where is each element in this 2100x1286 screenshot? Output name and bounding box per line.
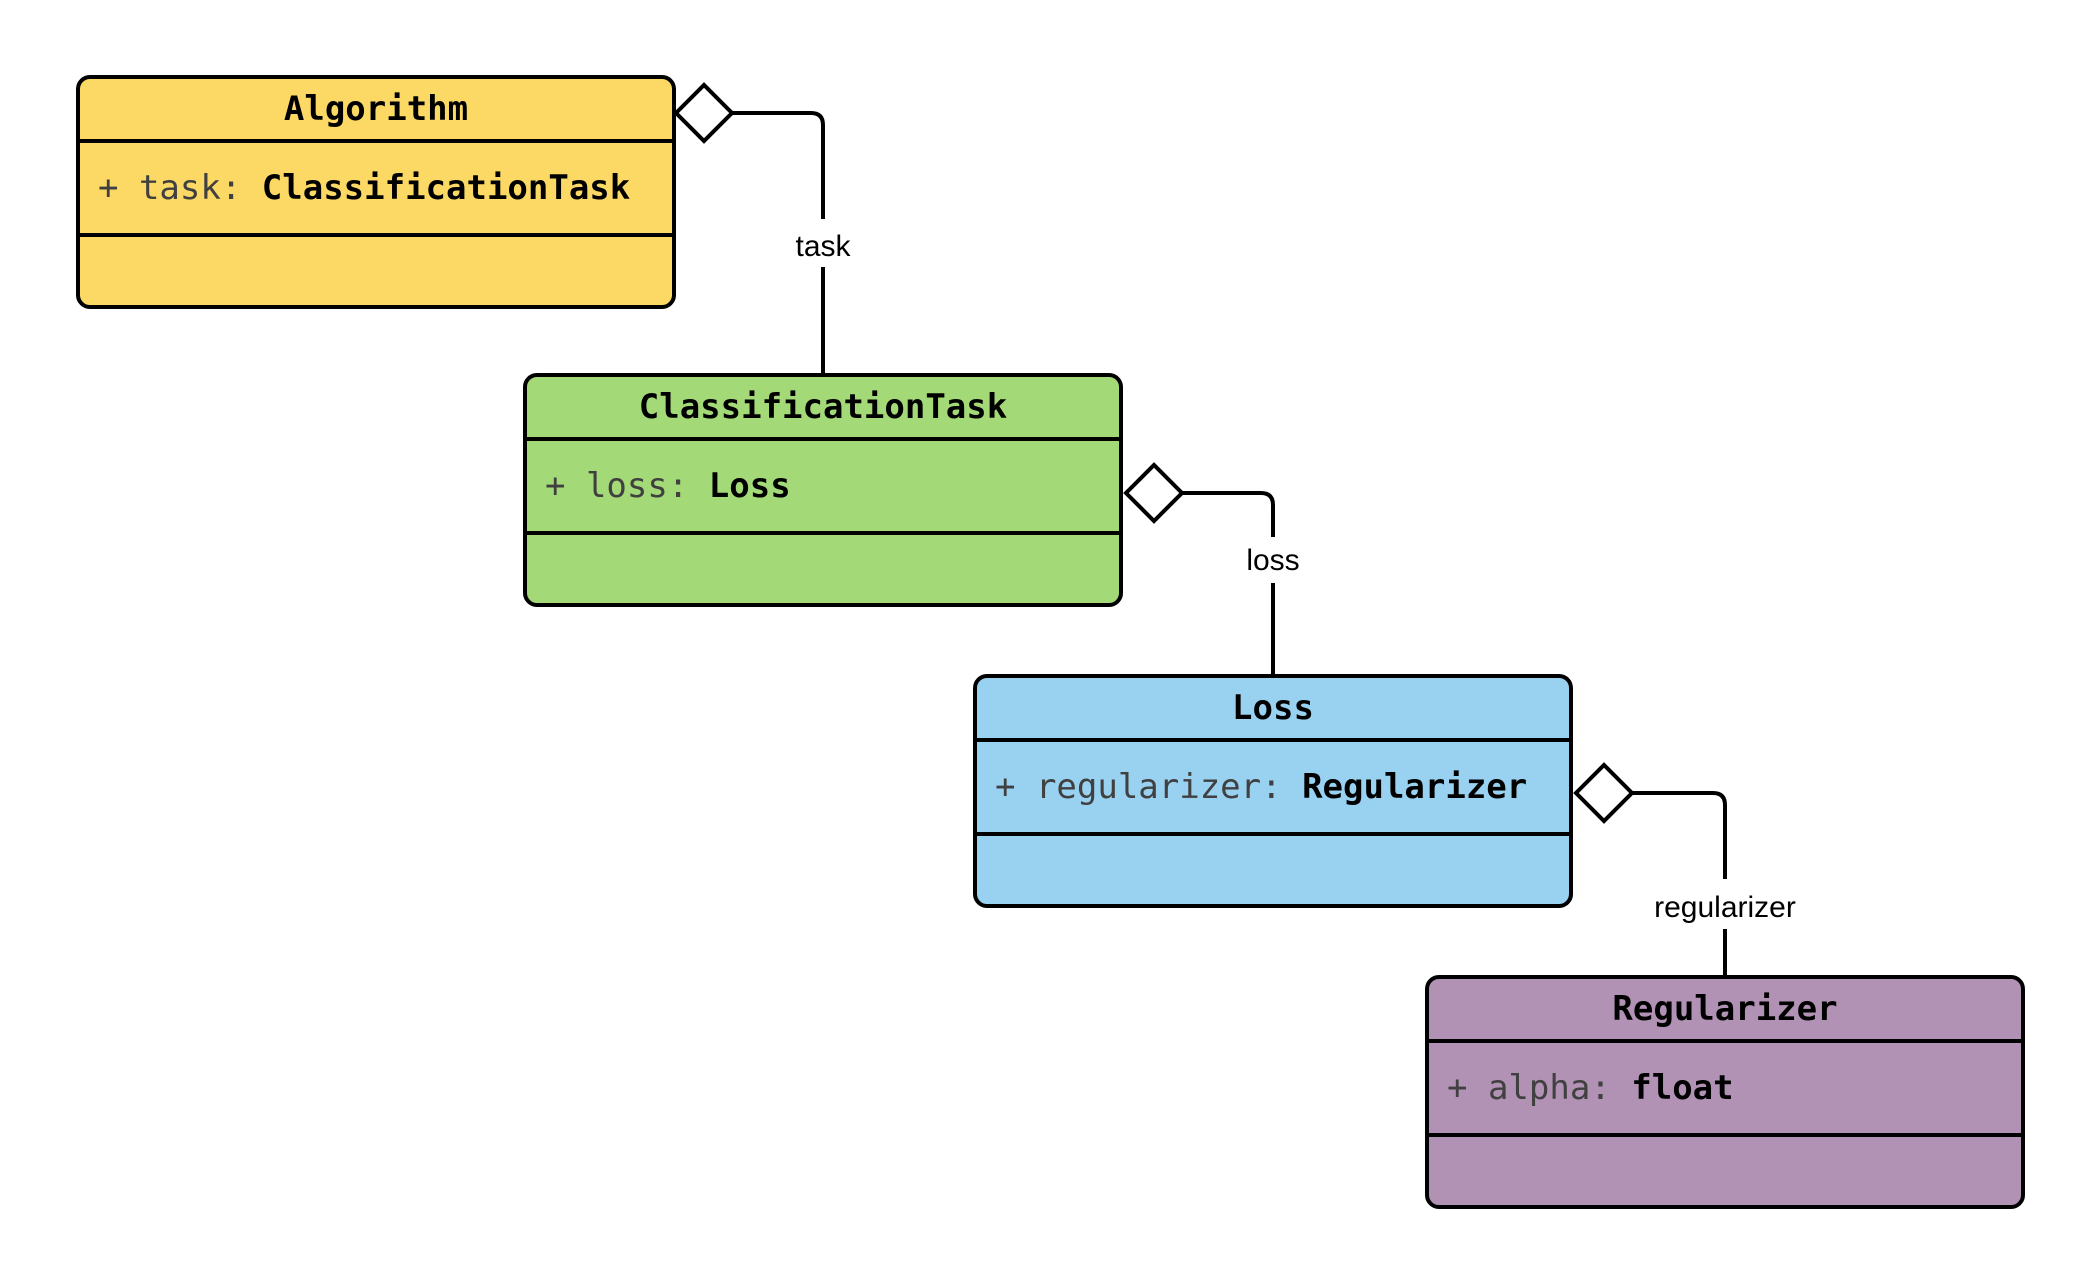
class-attribute: + task: ClassificationTask [80, 143, 672, 237]
class-methods-empty [1429, 1137, 2021, 1205]
class-methods-empty [80, 237, 672, 305]
aggregation-diamond-loss[interactable] [1123, 462, 1185, 524]
attribute-name: + alpha: [1447, 1068, 1611, 1108]
class-title: Regularizer [1429, 979, 2021, 1043]
aggregation-edge-loss[interactable] [1182, 491, 1275, 677]
attribute-name: + regularizer: [995, 767, 1282, 807]
aggregation-diamond-task[interactable] [673, 82, 735, 144]
attribute-type: ClassificationTask [261, 168, 631, 208]
attribute-name: + loss: [545, 466, 689, 506]
attribute-type: Regularizer [1302, 767, 1528, 807]
class-box-loss[interactable]: Loss + regularizer: Regularizer [973, 674, 1573, 908]
edge-label-regularizer: regularizer [1654, 891, 1796, 924]
class-attribute: + regularizer: Regularizer [977, 742, 1569, 836]
aggregation-edge-task[interactable] [732, 111, 825, 376]
attribute-type: Loss [708, 466, 791, 506]
class-box-regularizer[interactable]: Regularizer + alpha: float [1425, 975, 2025, 1209]
attribute-type: float [1631, 1068, 1734, 1108]
class-methods-empty [527, 535, 1119, 603]
class-attribute: + loss: Loss [527, 441, 1119, 535]
class-title: Loss [977, 678, 1569, 742]
edge-label-task: task [795, 230, 851, 263]
class-attribute: + alpha: float [1429, 1043, 2021, 1137]
class-box-algorithm[interactable]: Algorithm + task: ClassificationTask [76, 75, 676, 309]
aggregation-diamond-regularizer[interactable] [1573, 762, 1635, 824]
edge-label-loss: loss [1246, 544, 1299, 577]
aggregation-edge-regularizer[interactable] [1632, 791, 1727, 978]
attribute-name: + task: [98, 168, 242, 208]
class-title: ClassificationTask [527, 377, 1119, 441]
class-methods-empty [977, 836, 1569, 904]
class-title: Algorithm [80, 79, 672, 143]
class-box-classificationtask[interactable]: ClassificationTask + loss: Loss [523, 373, 1123, 607]
